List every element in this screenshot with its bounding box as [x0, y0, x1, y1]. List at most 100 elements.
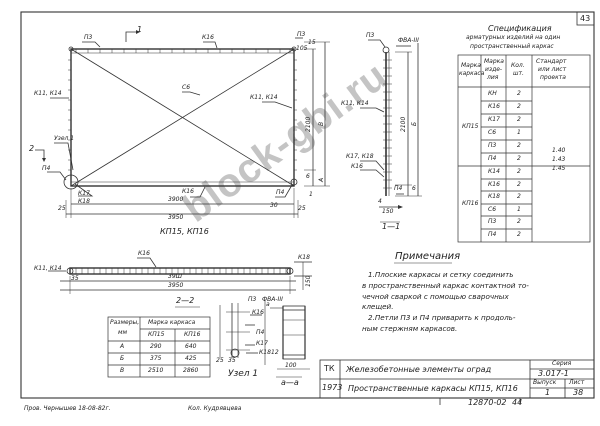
caption-section-1-1: 1—1: [382, 222, 401, 231]
spec-kp16-r6-qty: 2: [517, 231, 521, 238]
dim-3900: 3900: [168, 196, 184, 203]
size-table-title: Марка каркаса: [148, 319, 196, 326]
page-number: 43: [580, 14, 591, 23]
section-mark-2: 2: [29, 144, 35, 153]
label-k18: К18: [78, 198, 90, 205]
node-dim-a: а: [266, 301, 270, 308]
notes-heading: Примечания: [395, 251, 461, 262]
note-line-6: ным стержням каркасов.: [362, 324, 458, 333]
plan-dim-150: 150: [305, 275, 312, 287]
spec-header-qty-2: шт.: [513, 70, 524, 77]
series-value: 3.017-1: [538, 369, 569, 378]
spec-kp16-r6-item: П4: [488, 231, 497, 238]
node-label-p4: П4: [256, 329, 265, 336]
spec-kp15-r1-qty: 2: [517, 90, 521, 97]
caption-plan-2-2: 2—2: [176, 296, 195, 305]
node-label-k16: К16: [252, 309, 264, 316]
size-table-header-1: Размеры,: [110, 319, 140, 326]
node-dim-35: 35: [228, 357, 236, 364]
size-table-v-kp16: 2860: [183, 367, 199, 374]
caption-aa: а—а: [281, 378, 299, 387]
size-table-row-v: В: [120, 367, 125, 374]
label-c6: С6: [182, 84, 191, 91]
size-table-grid: [107, 316, 211, 378]
caption-node-1: Узел 1: [228, 369, 259, 379]
aa-detail: [264, 300, 310, 378]
size-table-col-kp15: КП15: [148, 331, 165, 338]
spec-std-ref-2: 1.43: [552, 156, 566, 163]
dim-30: 30: [270, 202, 278, 209]
spec-kp15-r2-item: К16: [488, 103, 500, 110]
spec-frame-kp15: КП15: [462, 123, 479, 130]
spec-table-grid: [457, 54, 591, 243]
spec-kp15-r4-qty: 1: [517, 129, 521, 136]
org-code-2: 1973: [322, 383, 343, 392]
spec-header-std-3: проекта: [540, 74, 566, 81]
note-line-3: чечной сваркой с помощью сварочных: [362, 292, 509, 301]
dim-a: А: [318, 177, 325, 182]
spec-kp15-r6-item: П4: [488, 155, 497, 162]
plan-dim-35: 35: [71, 275, 79, 282]
sheet-value: 38: [573, 388, 584, 397]
dim-15: 15: [308, 39, 316, 46]
spec-title-3: пространственный каркас: [470, 43, 554, 50]
plan-label-k11-k14: К11, К14: [34, 265, 62, 272]
caption-kp15-kp16: КП15, КП16: [160, 227, 209, 236]
sec-label-k16: К16: [351, 163, 363, 170]
signature-checked: Пров. Чернышев 18-08-82г.: [24, 405, 111, 412]
spec-header-frame-1: Марка: [461, 62, 481, 69]
spec-kp15-r3-item: К17: [488, 116, 500, 123]
size-table-row-a: А: [120, 343, 125, 350]
spec-kp16-r2-item: К16: [488, 181, 500, 188]
size-table-a-kp16: 640: [185, 343, 197, 350]
spec-frame-kp16: КП16: [462, 200, 479, 207]
size-table-row-b: Б: [120, 355, 125, 362]
size-table-v-kp15: 2510: [148, 367, 164, 374]
node-1-detail: [219, 303, 262, 358]
note-line-2: в пространственный каркас контактной то-: [362, 281, 529, 290]
spec-kp16-r1-item: К14: [488, 168, 500, 175]
note-line-4: клещей.: [362, 302, 394, 311]
spec-header-item-3: лия: [487, 74, 499, 81]
doc-page: 44: [512, 398, 523, 407]
spec-header-std-1: Стандарт: [536, 58, 567, 65]
spec-title-1: Спецификация: [488, 24, 552, 33]
plan-dim-3900: 39Ш: [168, 273, 183, 280]
dim-2100: 2100: [305, 116, 312, 132]
doc-code: 12870-02: [468, 398, 507, 407]
size-table-col-kp16: КП16: [184, 331, 201, 338]
arrowheads: [42, 30, 403, 209]
label-k16-bottom: К16: [182, 188, 194, 195]
spec-std-ref-3: 1.45: [552, 165, 566, 172]
spec-kp15-r5-qty: 2: [517, 142, 521, 149]
spec-header-std-2: или лист: [538, 66, 567, 73]
size-table-header-2: мм: [118, 329, 128, 336]
label-k11-k14-left: К11, К14: [34, 90, 62, 97]
dim-6: 6: [306, 173, 310, 180]
issue-value: 1: [545, 388, 551, 397]
node-label-k18: К18: [259, 349, 271, 356]
spec-header-frame-2: каркаса: [459, 70, 485, 77]
spec-kp16-r2-qty: 2: [517, 181, 521, 188]
spec-kp15-r1-item: КН: [488, 90, 497, 97]
size-table-a-kp15: 290: [150, 343, 162, 350]
node-label-k17: К17: [256, 340, 268, 347]
series-label: Серия: [552, 360, 572, 367]
org-code-1: ТК: [324, 364, 335, 373]
spec-kp15-r4-item: С6: [488, 129, 497, 136]
dim-3950: 3950: [168, 214, 184, 221]
spec-kp16-r3-qty: 2: [517, 193, 521, 200]
spec-kp15-r3-qty: 2: [517, 116, 521, 123]
dim-b: В: [318, 121, 325, 126]
sec-label-p3: П3: [366, 32, 375, 39]
dim-1: 1: [309, 191, 313, 198]
spec-kp16-r1-qty: 2: [517, 168, 521, 175]
spec-title-2: арматурных изделий на один: [466, 34, 561, 41]
sec-dim-150: 150: [382, 208, 394, 215]
label-p3-top: П3: [84, 34, 93, 41]
plan-label-k16: К16: [138, 250, 150, 257]
label-p4-left: П4: [42, 165, 51, 172]
title-line-1: Железобетонные элементы оград: [346, 365, 492, 374]
